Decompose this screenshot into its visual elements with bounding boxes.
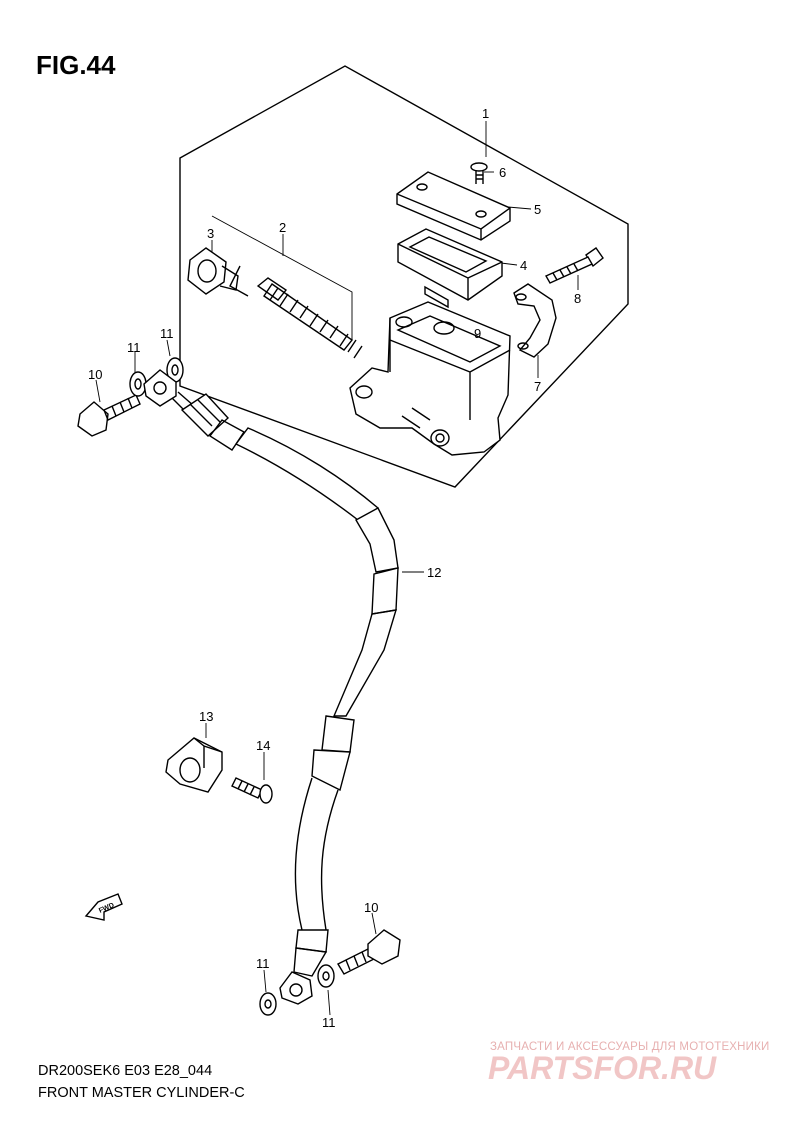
screw-part-6 [470, 162, 488, 184]
callout-10-b: 10 [364, 900, 378, 915]
callout-3: 3 [207, 226, 214, 241]
fwd-arrow-icon: FWD [84, 893, 123, 921]
piston-kit-part-2 [229, 265, 363, 359]
hose-clamp-part-13 [165, 737, 223, 793]
callout-4: 4 [520, 258, 527, 273]
watermark-brand: PARTSFOR.RU [488, 1050, 717, 1086]
callout-7: 7 [534, 379, 541, 394]
callout-6: 6 [499, 165, 506, 180]
callout-10-a: 10 [88, 367, 102, 382]
leader-lines [95, 121, 579, 1016]
union-bolt-lower-part-10 [337, 929, 401, 975]
watermark-tagline: ЗАПЧАСТИ И АКСЕССУАРЫ ДЛЯ МОТОТЕХНИКИ [490, 1041, 770, 1053]
assembly-outline [179, 65, 629, 488]
washers-upper-part-11 [129, 357, 184, 397]
callout-11-d: 11 [322, 1015, 336, 1030]
master-cylinder-body [349, 301, 511, 456]
clamp-bolt-part-8 [545, 247, 604, 284]
handlebar-clamp-part-7 [513, 283, 557, 358]
union-bolt-upper-part-10 [77, 394, 141, 437]
brake-hose-part-12 [143, 369, 399, 1005]
figure-name: FRONT MASTER CYLINDER-C [38, 1085, 245, 1101]
callout-14: 14 [256, 738, 270, 753]
callout-numbers: 1 2 3 6 5 4 8 9 7 11 11 10 12 13 14 10 1… [88, 106, 581, 1030]
figure-code: DR200SEK6 E03 E28_044 [38, 1063, 213, 1079]
reservoir-cap-part-5 [396, 171, 511, 241]
clamp-screw-part-14 [231, 777, 273, 804]
callout-11-b: 11 [127, 340, 141, 355]
washers-lower-part-11 [259, 964, 335, 1016]
diaphragm-part-4 [397, 228, 503, 309]
callout-11-c: 11 [256, 956, 270, 971]
figure-title: FIG.44 [36, 50, 116, 80]
callout-9: 9 [474, 326, 481, 341]
callout-13: 13 [199, 709, 213, 724]
callout-12: 12 [427, 565, 441, 580]
callout-11-a: 11 [160, 326, 174, 341]
callout-2: 2 [279, 220, 286, 235]
callout-1: 1 [482, 106, 489, 121]
callout-8: 8 [574, 291, 581, 306]
callout-5: 5 [534, 202, 541, 217]
boot-part-3 [187, 247, 239, 295]
